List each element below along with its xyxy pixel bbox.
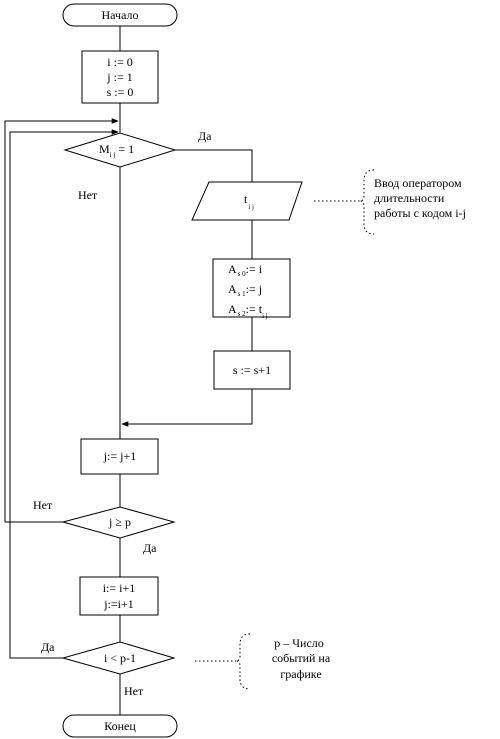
init-line-3: s := 0: [107, 85, 134, 99]
comment-input-line-3: работы с кодом i-j: [374, 206, 466, 220]
label-no-j: Нет: [33, 498, 53, 512]
input-t-text: ti j: [244, 192, 254, 211]
decision-j-ge-p: j ≥ p: [61, 506, 176, 539]
init-line-2: j := 1: [106, 70, 132, 84]
assign-a-line-1: As 0:= i: [228, 262, 263, 278]
start-label: Начало: [102, 8, 139, 22]
decision-i-text: i < p-1: [104, 651, 136, 665]
comment-p-line-2: событий на: [272, 651, 331, 665]
comment-p-line-1: p – Число: [274, 636, 324, 650]
label-no-i: Нет: [124, 684, 144, 698]
inc-s-label: s := s+1: [233, 363, 271, 377]
inc-s-process: s := s+1: [213, 350, 291, 390]
comment-input-line-2: длительности: [374, 191, 445, 205]
connector-cond-j-loop: [4, 118, 119, 523]
inc-i-process: i:= i+1 j:=i+1: [79, 576, 159, 616]
connector-cond-m-yes: [175, 149, 253, 182]
comment-p: p – Число событий на графике: [195, 633, 331, 690]
decision-i-lt-p: i < p-1: [61, 641, 176, 675]
comment-input-line-1: Ввод оператором: [374, 176, 462, 190]
init-process: i := 0 j := 1 s := 0: [81, 50, 159, 104]
decision-m-text: Mi j = 1: [99, 142, 134, 159]
assign-a-line-3: As 2:= ti j: [228, 302, 268, 320]
decision-j-text: j ≥ p: [108, 515, 131, 529]
inc-i-line-2: j:=i+1: [103, 597, 134, 611]
input-t-ij: ti j: [191, 181, 303, 221]
end-label: Конец: [104, 719, 136, 733]
inc-i-line-1: i:= i+1: [103, 581, 136, 595]
comment-p-line-3: графике: [280, 667, 321, 681]
comment-input: Ввод оператором длительности работы с ко…: [314, 169, 466, 235]
start-terminator: Начало: [62, 3, 178, 27]
assign-a-line-2: As 1:= j: [228, 282, 262, 298]
connector-inc-s-merge: [121, 389, 253, 427]
label-yes-m: Да: [198, 129, 212, 143]
label-yes-j: Да: [143, 541, 157, 555]
inc-j-process: j:= j+1: [80, 438, 159, 475]
label-no-m: Нет: [78, 188, 98, 202]
assign-a-process: As 0:= i As 1:= j As 2:= ti j: [212, 258, 291, 320]
connector-cond-i-loop: [9, 129, 119, 659]
decision-m-ij: Mi j = 1: [63, 132, 177, 168]
init-line-1: i := 0: [107, 55, 132, 69]
inc-j-label: j:= j+1: [103, 449, 137, 463]
label-yes-i: Да: [41, 640, 55, 654]
end-terminator: Конец: [62, 714, 178, 738]
connectors: [4, 26, 253, 715]
